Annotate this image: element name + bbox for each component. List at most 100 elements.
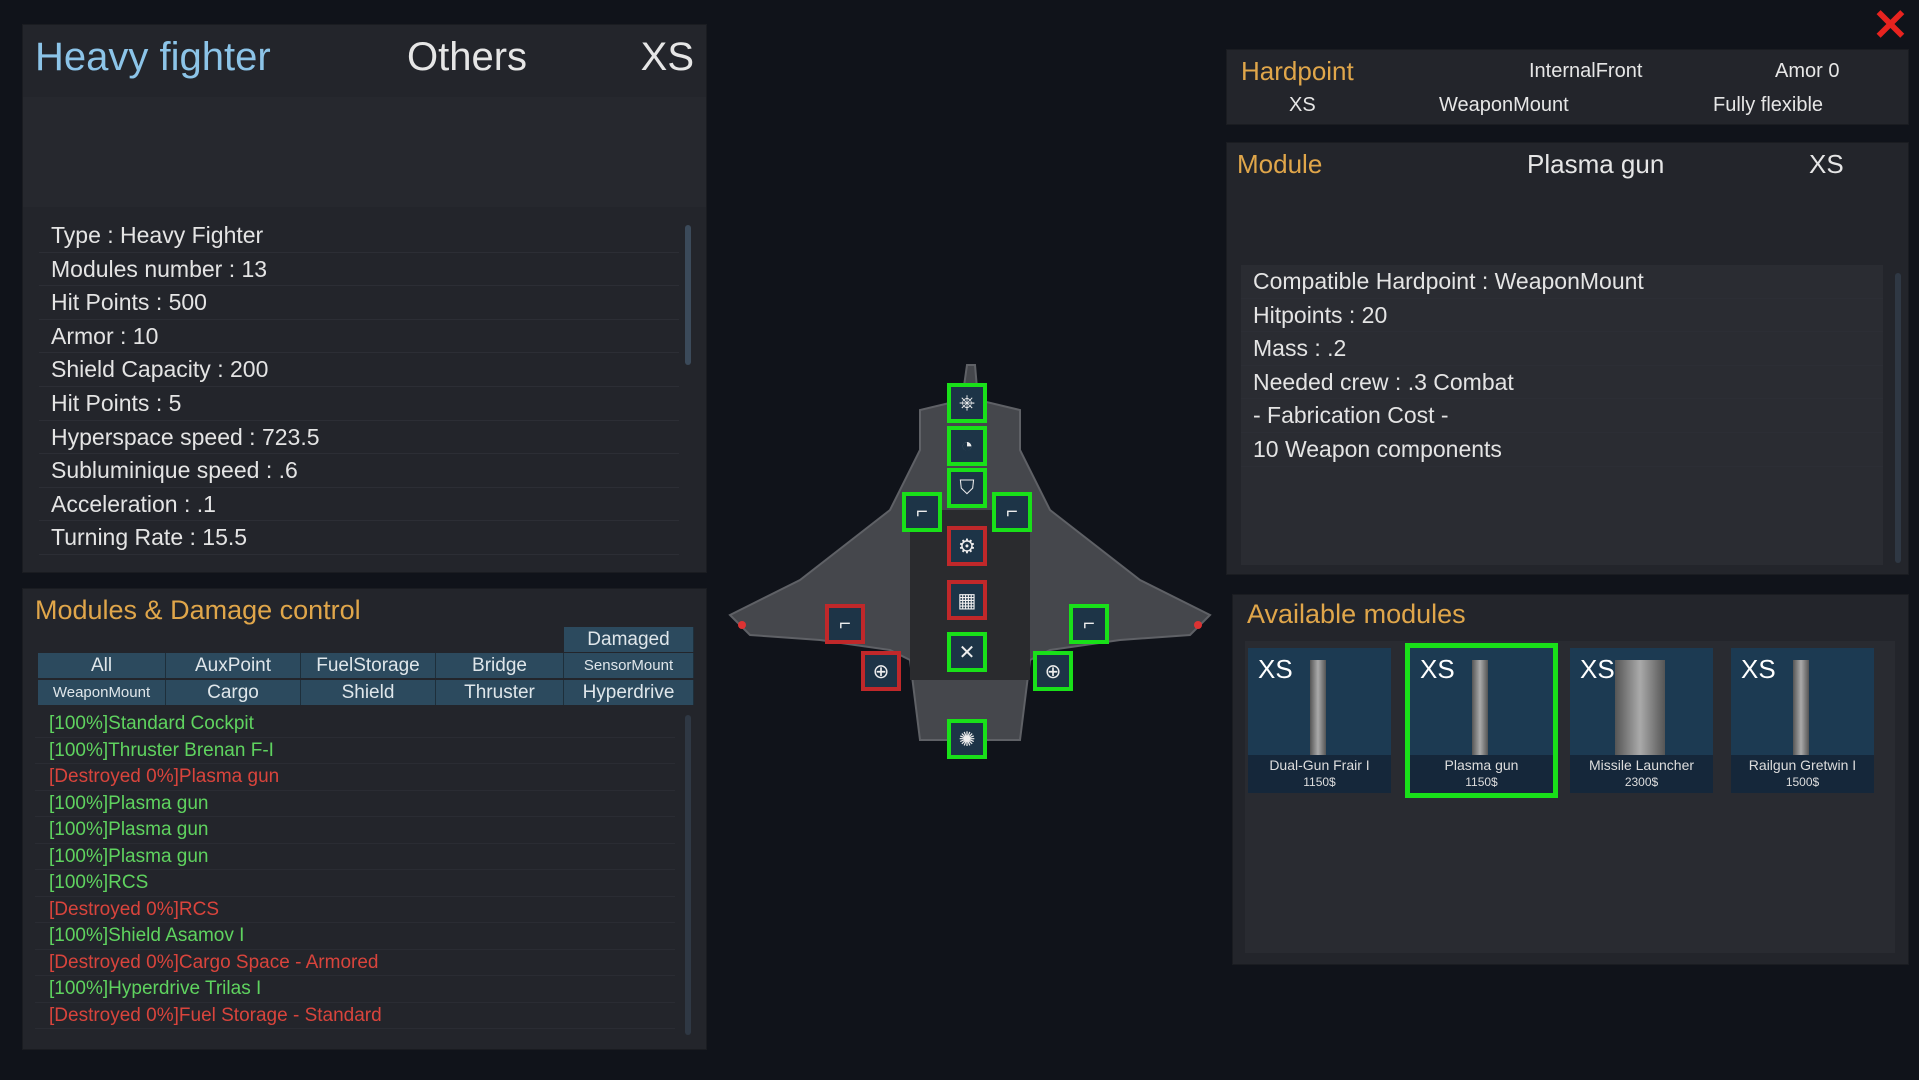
- module-detail-row: Mass : .2: [1241, 332, 1883, 366]
- hardpoint-slot[interactable]: ▦: [947, 580, 987, 620]
- module-damage-item[interactable]: [Destroyed 0%]Fuel Storage - Standard: [35, 1003, 675, 1029]
- hardpoint-size: XS: [1289, 94, 1316, 116]
- module-list-scrollbar[interactable]: [685, 715, 691, 1035]
- hardpoint-slot[interactable]: ⛉: [947, 468, 987, 508]
- module-card-price: 1150$: [1303, 775, 1336, 789]
- steering-wheel-icon: ⎈: [959, 391, 975, 414]
- module-panel: Module Plasma gun XS Compatible Hardpoin…: [1226, 142, 1909, 575]
- module-damage-item[interactable]: [100%]Plasma gun: [35, 817, 675, 844]
- hardpoint-slot[interactable]: ⌐: [1069, 604, 1109, 644]
- tab-cargo[interactable]: Cargo: [166, 680, 301, 705]
- radar-icon: ◔: [960, 434, 974, 457]
- tab-weaponmount[interactable]: WeaponMount: [38, 680, 166, 705]
- tab-fuelstorage[interactable]: FuelStorage: [301, 653, 436, 678]
- hardpoint-label: Hardpoint: [1241, 56, 1354, 86]
- module-damage-item[interactable]: [100%]Thruster Brenan F-I: [35, 738, 675, 764]
- ship-preview-area: [23, 97, 706, 207]
- module-card-name: Dual-Gun Frair I: [1269, 757, 1370, 773]
- tab-sensormount[interactable]: SensorMount: [564, 653, 694, 678]
- gun-icon: ⌐: [1083, 612, 1095, 635]
- gear-icon: ⚙: [958, 535, 976, 558]
- module-damage-item[interactable]: [100%]Shield Asamov I: [35, 923, 675, 950]
- hardpoint-slot[interactable]: ⊕: [1033, 651, 1073, 691]
- module-card-size: XS: [1580, 654, 1615, 684]
- module-card-label: Missile Launcher 2300$: [1570, 755, 1713, 793]
- close-button[interactable]: ✕: [1872, 1, 1909, 50]
- hardpoint-slot[interactable]: ⌐: [825, 604, 865, 644]
- thruster-icon: ✺: [958, 728, 976, 751]
- stat-row: Hit Points : 500: [39, 286, 679, 320]
- hardpoint-slot[interactable]: ◔: [947, 426, 987, 466]
- tab-auxpoint[interactable]: AuxPoint: [166, 653, 301, 678]
- module-card[interactable]: XS Plasma gun 1150$: [1405, 643, 1558, 798]
- module-damage-item[interactable]: [100%]Standard Cockpit: [35, 711, 675, 738]
- module-card[interactable]: XS Missile Launcher 2300$: [1570, 648, 1713, 793]
- stats-scrollbar[interactable]: [685, 225, 691, 365]
- module-damage-item[interactable]: [100%]Plasma gun: [35, 791, 675, 817]
- module-card-name: Missile Launcher: [1588, 757, 1695, 773]
- module-label: Module: [1237, 149, 1323, 179]
- module-card-size: XS: [1741, 654, 1776, 684]
- module-detail-row: Compatible Hardpoint : WeaponMount: [1241, 265, 1883, 299]
- tab-hyperdrive[interactable]: Hyperdrive: [564, 680, 694, 705]
- module-thumbnail: [1615, 660, 1665, 755]
- stat-row: Armor : 10: [39, 320, 679, 354]
- tab-damaged[interactable]: Damaged: [564, 627, 694, 652]
- stat-row: Subluminique speed : .6: [39, 454, 679, 488]
- stat-row: Acceleration : .1: [39, 488, 679, 522]
- hardpoint-type: WeaponMount: [1439, 94, 1569, 116]
- module-card-price: 1150$: [1465, 775, 1498, 789]
- module-details-scrollbar[interactable]: [1895, 273, 1901, 563]
- damage-control-title: Modules & Damage control: [35, 595, 361, 625]
- tab-shield[interactable]: Shield: [301, 680, 436, 705]
- module-detail-row: - Fabrication Cost -: [1241, 399, 1883, 433]
- stat-row: Modules number : 13: [39, 253, 679, 287]
- module-damage-list[interactable]: [100%]Standard Cockpit[100%]Thruster Bre…: [35, 711, 675, 1029]
- stat-row: Shield Capacity : 200: [39, 353, 679, 387]
- stat-row: Hit Points : 5: [39, 387, 679, 421]
- module-card-size: XS: [1420, 654, 1455, 684]
- module-damage-item[interactable]: [100%]Plasma gun: [35, 844, 675, 870]
- hardpoint-slot[interactable]: ✺: [947, 719, 987, 759]
- module-detail-row: 10 Weapon components: [1241, 433, 1883, 467]
- module-damage-item[interactable]: [Destroyed 0%]Cargo Space - Armored: [35, 950, 675, 976]
- module-damage-item[interactable]: [100%]RCS: [35, 870, 675, 897]
- tab-bridge[interactable]: Bridge: [436, 653, 564, 678]
- available-modules-title: Available modules: [1247, 599, 1466, 629]
- module-damage-item[interactable]: [Destroyed 0%]Plasma gun: [35, 764, 675, 791]
- hardpoint-slot[interactable]: ⚙: [947, 526, 987, 566]
- hardpoint-armor: Amor 0: [1775, 60, 1840, 82]
- gun-icon: ⌐: [1006, 500, 1018, 523]
- cargo-icon: ▦: [957, 589, 977, 612]
- module-card-price: 2300$: [1624, 775, 1659, 789]
- module-thumbnail: [1472, 660, 1488, 755]
- module-card-name: Railgun Gretwin I: [1748, 757, 1857, 773]
- module-detail-row: Needed crew : .3 Combat: [1241, 366, 1883, 400]
- hardpoint-slot[interactable]: ⌐: [902, 492, 942, 532]
- tab-thruster[interactable]: Thruster: [436, 680, 564, 705]
- hardpoint-slot[interactable]: ⌐: [992, 492, 1032, 532]
- module-damage-item[interactable]: [Destroyed 0%]RCS: [35, 897, 675, 923]
- armor-icon: ⛉: [959, 476, 975, 499]
- module-damage-item[interactable]: [100%]Hyperdrive Trilas I: [35, 976, 675, 1003]
- stat-row: Turning Rate : 15.5: [39, 521, 679, 555]
- ship-name: Heavy fighter: [35, 35, 271, 79]
- hardpoint-slot[interactable]: ⎈: [947, 383, 987, 423]
- module-size: XS: [1809, 149, 1844, 179]
- ship-info-panel: Heavy fighter Others XS Type : Heavy Fig…: [22, 24, 707, 573]
- hardpoint-slot[interactable]: ⊕: [861, 651, 901, 691]
- ship-size: XS: [640, 35, 694, 79]
- tab-all[interactable]: All: [38, 653, 166, 678]
- module-card[interactable]: XS Dual-Gun Frair I 1150$: [1248, 648, 1391, 793]
- gun-icon: ⌐: [839, 612, 851, 635]
- module-card-name: Plasma gun: [1444, 757, 1519, 773]
- ship-category: Others: [407, 35, 528, 79]
- hardpoint-slot[interactable]: ✕: [947, 632, 987, 672]
- hardpoint-flexibility: Fully flexible: [1713, 94, 1824, 116]
- module-card-size: XS: [1258, 654, 1293, 684]
